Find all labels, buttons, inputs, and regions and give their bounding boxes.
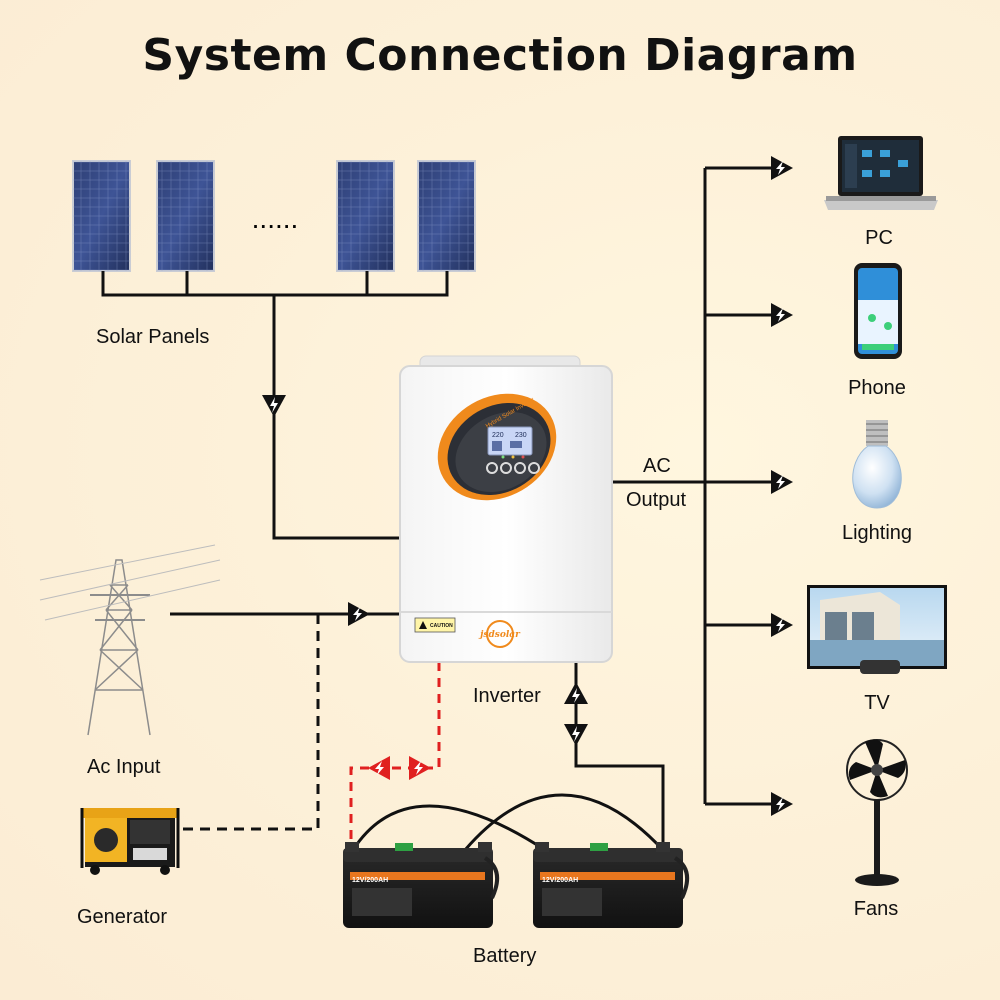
ac-label: AC: [643, 455, 671, 477]
inverter-battery-wire: [574, 662, 665, 856]
solar-panel-4: [417, 160, 476, 272]
tv-label: TV: [864, 692, 890, 714]
phone-label: Phone: [848, 377, 906, 399]
tv-flow-icon: [771, 613, 793, 637]
inverter-lcd: 220 230: [487, 426, 533, 456]
solar-panel-1: [72, 160, 131, 272]
output-label: Output: [626, 489, 687, 511]
inverter-button-2[interactable]: [500, 462, 512, 474]
battery-flow-left-icon: [368, 756, 390, 780]
battery-positive-wire: [349, 662, 441, 845]
inverter-button-1[interactable]: [486, 462, 498, 474]
battery-2-capacity: 12V/200AH: [542, 877, 578, 884]
solar-bus-wire: [101, 271, 449, 297]
fan-icon: [846, 739, 908, 886]
battery-charge-flow-icon: [564, 682, 588, 704]
ac-output-bus-wire: [612, 166, 785, 806]
solar-panel-3: [336, 160, 395, 272]
lcd-value-right: 230: [515, 432, 527, 439]
ac-input-flow-icon: [348, 602, 370, 626]
lighting-flow-icon: [771, 470, 793, 494]
caution-text: CAUTION: [430, 623, 453, 629]
battery-link-wire-1: [351, 804, 546, 852]
battery-flow-right-icon: [409, 756, 431, 780]
laptop-icon: [824, 136, 938, 210]
pc-label: PC: [865, 227, 893, 249]
battery-1-capacity: 12V/200AH: [352, 877, 388, 884]
flow-badges: [262, 156, 793, 816]
battery-link-wire-2: [463, 793, 665, 852]
generator-label: Generator: [77, 906, 168, 928]
light-bulb-icon: [852, 420, 902, 509]
solar-panels: ......: [72, 160, 476, 272]
fans-label: Fans: [853, 898, 899, 920]
inverter-button-3[interactable]: [514, 462, 526, 474]
caution-label: CAUTION: [414, 617, 456, 633]
brand-logo-text: jsdsolar: [478, 630, 521, 640]
generator-icon: [80, 808, 180, 875]
fans-flow-icon: [771, 792, 793, 816]
pc-flow-icon: [771, 156, 793, 180]
battery-discharge-flow-icon: [564, 724, 588, 746]
ac-input-label: Ac Input: [87, 756, 161, 778]
phone-flow-icon: [771, 303, 793, 327]
generator-wire: [180, 614, 320, 831]
solar-panels-label: Solar Panels: [96, 326, 210, 348]
inverter-label: Inverter: [473, 685, 541, 707]
battery-label: Battery: [473, 945, 537, 967]
inverter-button-4[interactable]: [528, 462, 540, 474]
page-title: System Connection Diagram: [142, 30, 858, 81]
brand-logo: jsdsolar: [478, 620, 521, 648]
phone-icon: [854, 263, 902, 359]
lighting-label: Lighting: [841, 522, 913, 544]
solar-to-inverter-wire: [272, 295, 400, 540]
solar-flow-icon: [262, 395, 286, 417]
wires: [101, 166, 785, 856]
inverter-device: Hybrid Solar Inverter 220 230 CAUTION js…: [399, 355, 613, 663]
power-tower-icon: [39, 544, 221, 736]
solar-panel-2: [156, 160, 215, 272]
tv-icon: [807, 585, 947, 674]
generator-wires: [180, 614, 320, 831]
battery-1: 12V/200AH: [343, 842, 500, 928]
panel-ellipsis: ......: [252, 203, 299, 234]
lcd-value-left: 220: [492, 432, 504, 439]
battery-2: 12V/200AH: [533, 842, 690, 928]
